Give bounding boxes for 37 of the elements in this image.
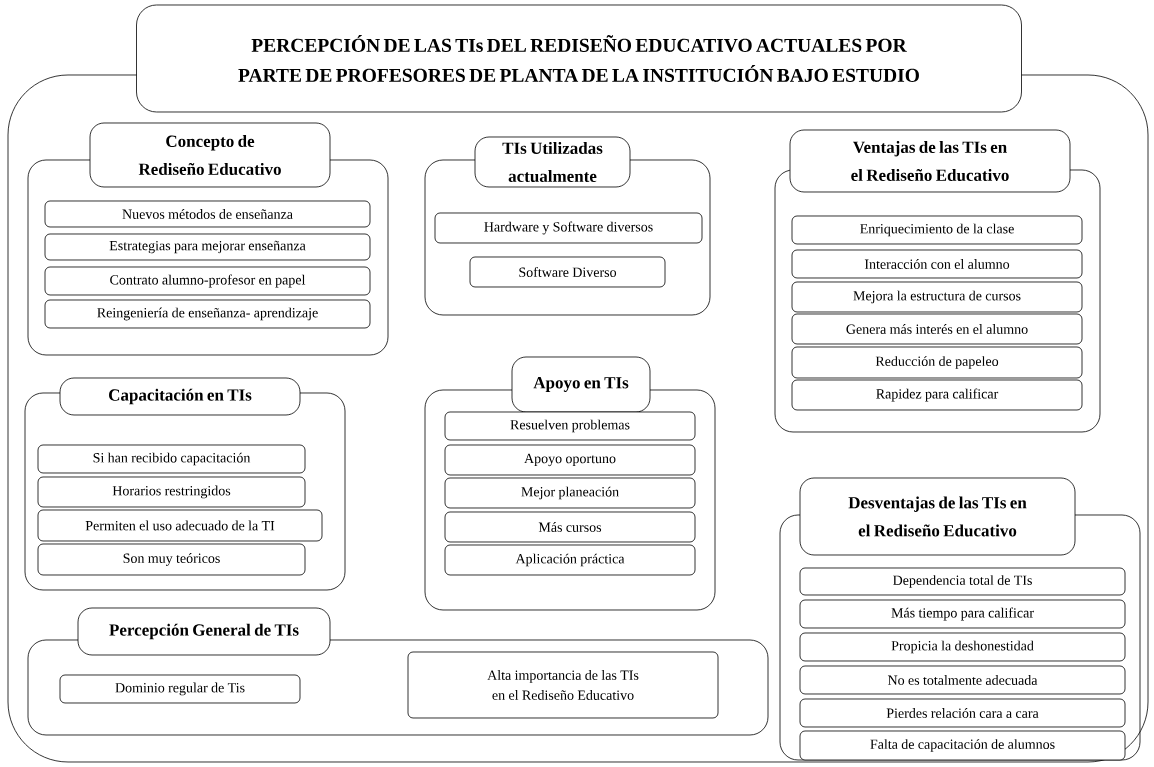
item-box: Contrato alumno-profesor en papel (44, 266, 371, 296)
item-box: Software Diverso (469, 256, 666, 288)
heading-box: Capacitación en TIs (59, 377, 301, 416)
item-box: Más cursos (444, 511, 696, 543)
heading-box: TIs Utilizadas actualmente (474, 136, 631, 188)
item-box: Mejora la estructura de cursos (791, 281, 1083, 313)
heading-box: Percepción General de TIs (77, 607, 331, 656)
heading-box: Desventajas de las TIs en el Rediseño Educativo (799, 477, 1076, 556)
item-box: Apoyo oportuno (444, 444, 696, 476)
item-box: Dependencia total de TIs (799, 567, 1126, 596)
item-box: Horarios restringidos (37, 476, 306, 508)
item-box: Genera más interés en el alumno (791, 313, 1083, 345)
item-box: Permiten el uso adecuado de la TI (37, 509, 323, 542)
item-box: Nuevos métodos de enseñanza (44, 200, 371, 228)
item-box: Hardware y Software diversos (434, 212, 703, 244)
item-box: Pierdes relación cara a cara (799, 698, 1126, 728)
item-box: Resuelven problemas (444, 411, 696, 441)
heading-box: Ventajas de las TIs en el Rediseño Educativo (789, 129, 1071, 193)
item-box: Dominio regular de Tis (59, 674, 301, 704)
item-box: Interacción con el alumno (791, 249, 1083, 279)
item-box: Alta importancia de las TIs en el Rediseño Educativo (407, 651, 719, 719)
item-box: Propicia la deshonestidad (799, 632, 1126, 662)
title-box: PERCEPCIÓN DE LAS TIs DEL REDISEÑO EDUCATIVO ACTUALES POR PARTE DE PROFESORES DE PLANTA DE LA INSTITUCIÓN BAJO ESTUDIO (136, 4, 1022, 113)
item-box: Reducción de papeleo (791, 346, 1083, 379)
heading-box: Apoyo en TIs (511, 356, 651, 413)
item-box: Rapidez para calificar (791, 379, 1083, 411)
item-box: Aplicación práctica (444, 544, 696, 576)
item-box: Más tiempo para calificar (799, 599, 1126, 629)
heading-box: Concepto de Rediseño Educativo (89, 122, 331, 188)
item-box: Si han recibido capacitación (37, 444, 306, 474)
item-box: Estrategias para mejorar enseñanza (44, 233, 371, 261)
item-box: Enriquecimiento de la clase (791, 215, 1083, 245)
item-box: Mejor planeación (444, 477, 696, 509)
item-box: Son muy teóricos (37, 543, 306, 576)
item-box: No es totalmente adecuada (799, 665, 1126, 695)
item-box: Reingeniería de enseñanza- aprendizaje (44, 299, 371, 329)
item-box: Falta de capacitación de alumnos (799, 730, 1126, 761)
